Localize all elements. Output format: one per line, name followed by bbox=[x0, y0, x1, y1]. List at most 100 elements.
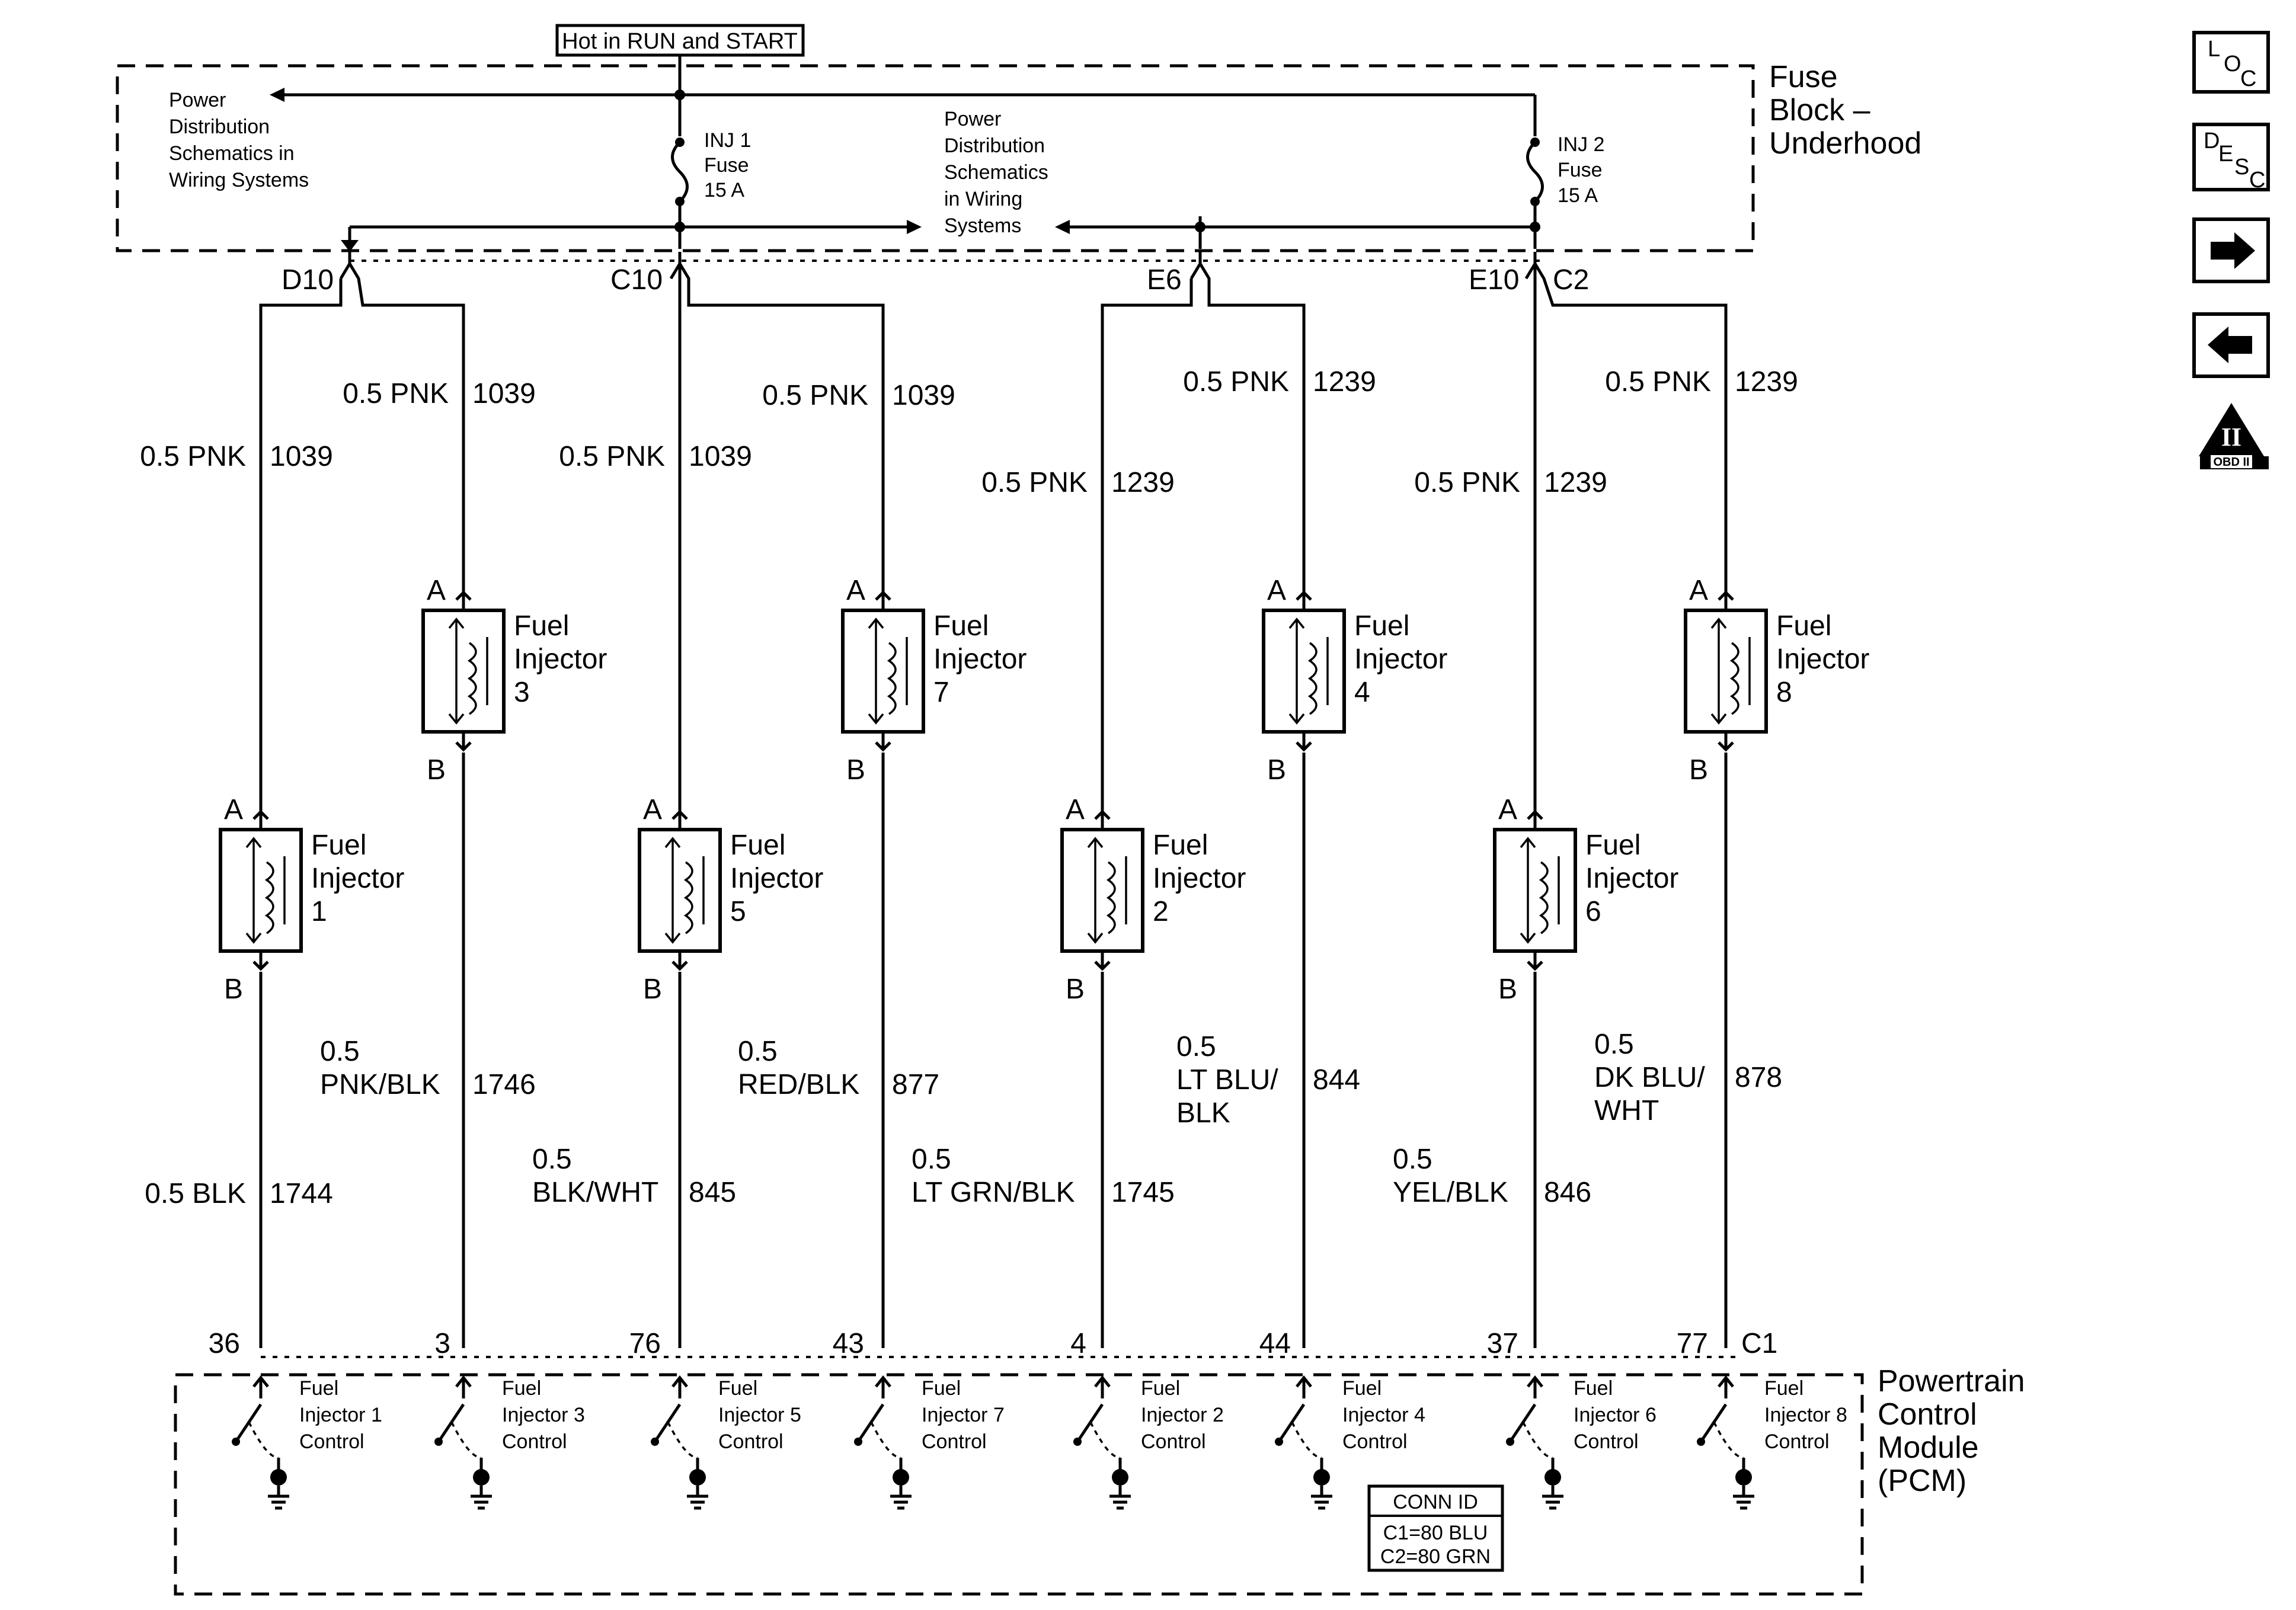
pin-a-label: A bbox=[1498, 794, 1517, 825]
svg-text:INJ 2: INJ 2 bbox=[1558, 133, 1604, 156]
pcm-pin-3: 3 bbox=[434, 1328, 450, 1359]
ctrl-wire-inj2-l2: LT GRN/BLK bbox=[912, 1177, 1075, 1208]
svg-text:Powertrain: Powertrain bbox=[1878, 1364, 2025, 1398]
pcm-control-label: Control bbox=[1342, 1430, 1408, 1453]
injector-body bbox=[1262, 609, 1346, 734]
fuse-block-label-2: Block – bbox=[1769, 93, 1870, 127]
injector-label-line1: Fuel bbox=[1354, 610, 1409, 642]
pcm-pin-4: 4 bbox=[1070, 1328, 1086, 1359]
pin-a-label: A bbox=[427, 575, 446, 606]
pcm-control-label: Fuel bbox=[1574, 1377, 1613, 1400]
wire-size-inj5: 0.5 PNK bbox=[559, 441, 665, 472]
ctrl-wire-inj1-l1: 0.5 BLK bbox=[145, 1178, 246, 1209]
ctrl-circuit-inj5: 845 bbox=[689, 1177, 736, 1208]
pin-b-label: B bbox=[1689, 754, 1708, 786]
pcm-control-label: Control bbox=[1574, 1430, 1639, 1453]
loc-button[interactable]: L O C bbox=[2192, 31, 2270, 94]
next-button[interactable] bbox=[2192, 217, 2270, 283]
conn-id-c2: C2=80 GRN bbox=[1380, 1545, 1491, 1568]
injectors: ABFuelInjector1ABFuelInjector3ABFuelInje… bbox=[219, 575, 1869, 1005]
wire-size-inj1: 0.5 PNK bbox=[140, 441, 246, 472]
pin-a-label: A bbox=[846, 575, 865, 606]
ctrl-wire-inj5-l2: BLK/WHT bbox=[532, 1177, 658, 1208]
power-distribution-ref-left: Power Distribution Schematics in Wiring … bbox=[169, 89, 309, 191]
power-distribution-ref-center: Power Distribution Schematics in Wiring … bbox=[944, 108, 1048, 237]
svg-text:E: E bbox=[2218, 142, 2233, 167]
coil-icon bbox=[1729, 642, 1739, 715]
pcm-pin-43: 43 bbox=[833, 1328, 864, 1359]
power-source: Hot in RUN and START bbox=[555, 24, 805, 98]
connector-e10: E10 bbox=[1469, 264, 1519, 296]
conn-id-title: CONN ID bbox=[1393, 1491, 1478, 1513]
arrow-right-icon bbox=[2211, 232, 2255, 269]
pcm-control-label: Injector 4 bbox=[1342, 1404, 1425, 1426]
svg-text:Distribution: Distribution bbox=[944, 135, 1045, 157]
svg-text:Schematics in: Schematics in bbox=[169, 142, 295, 165]
ctrl-wire-inj8-l2: DK BLU/ bbox=[1594, 1062, 1705, 1093]
connector-e6: E6 bbox=[1147, 264, 1182, 296]
ctrl-wire-inj4-l2: LT BLU/ bbox=[1176, 1064, 1278, 1096]
injector-label-line1: Fuel bbox=[1585, 830, 1641, 861]
inj2-fuse: INJ 2 Fuse 15 A bbox=[1526, 133, 1604, 228]
injector-label-number: 8 bbox=[1776, 677, 1792, 708]
pcm-pin-36: 36 bbox=[209, 1328, 240, 1359]
obd-ii-triangle-icon[interactable] bbox=[2199, 403, 2264, 456]
wire-size-inj7: 0.5 PNK bbox=[762, 380, 868, 411]
pcm-control-label: Control bbox=[1764, 1430, 1830, 1453]
ctrl-circuit-inj1: 1744 bbox=[270, 1178, 333, 1209]
ctrl-wire-inj4-l1: 0.5 bbox=[1176, 1031, 1216, 1062]
ctrl-wire-inj6-l1: 0.5 bbox=[1393, 1144, 1432, 1175]
pcm-control-label: Fuel bbox=[1764, 1377, 1803, 1400]
arrow-left-icon bbox=[2208, 327, 2252, 363]
pin-a-label: A bbox=[1689, 575, 1708, 606]
desc-button[interactable]: D E S C bbox=[2192, 123, 2270, 193]
ctrl-wire-inj3-l2: PNK/BLK bbox=[320, 1069, 440, 1100]
pcm-control-label: Injector 2 bbox=[1141, 1404, 1224, 1426]
arrow-head bbox=[270, 88, 284, 102]
pin-a-label: A bbox=[1267, 575, 1286, 606]
pcm-control-label: Injector 3 bbox=[502, 1404, 585, 1426]
wire-circuit-inj2: 1239 bbox=[1111, 467, 1175, 498]
svg-text:C: C bbox=[2249, 168, 2265, 193]
obd-ii-button[interactable]: II OBD II bbox=[2199, 403, 2269, 469]
pcm-outline bbox=[174, 1373, 1864, 1596]
top-connectors: D10 C10 E6 E10 C2 bbox=[282, 264, 1589, 296]
injector-label-number: 7 bbox=[933, 677, 949, 708]
pcm-control-label: Injector 6 bbox=[1574, 1404, 1657, 1426]
svg-text:15 A: 15 A bbox=[704, 179, 744, 201]
injector-label-line1: Fuel bbox=[730, 830, 785, 861]
pin-b-label: B bbox=[846, 754, 865, 786]
control-wire-labels: 0.5 BLK 1744 0.5 PNK/BLK 1746 0.5 BLK/WH… bbox=[145, 1029, 1782, 1209]
wire-size-inj4: 0.5 PNK bbox=[1183, 366, 1289, 398]
ctrl-circuit-inj2: 1745 bbox=[1111, 1177, 1175, 1208]
ctrl-wire-inj7-l2: RED/BLK bbox=[738, 1069, 859, 1100]
injector-body bbox=[841, 609, 925, 734]
pcm-connector-c1: C1 bbox=[1741, 1328, 1777, 1359]
wire-size-inj2: 0.5 PNK bbox=[981, 467, 1088, 498]
injector-label-line1: Fuel bbox=[1153, 830, 1208, 861]
fuse-block-label-3: Underhood bbox=[1769, 126, 1921, 161]
injector-body bbox=[1493, 828, 1577, 953]
coil-icon bbox=[1539, 861, 1549, 934]
injector-label-number: 3 bbox=[514, 677, 530, 708]
back-button[interactable] bbox=[2192, 312, 2270, 378]
wire-size-inj6: 0.5 PNK bbox=[1414, 467, 1520, 498]
pcm-control-label: Fuel bbox=[922, 1377, 961, 1400]
pin-a-label: A bbox=[224, 794, 243, 825]
pin-b-label: B bbox=[643, 974, 662, 1005]
coil-icon bbox=[887, 642, 897, 715]
ctrl-wire-inj4-l3: BLK bbox=[1176, 1097, 1230, 1129]
conn-id: CONN ID C1=80 BLU C2=80 GRN bbox=[1367, 1484, 1504, 1572]
pcm-control-label: Injector 5 bbox=[718, 1404, 801, 1426]
ctrl-wire-inj8-l1: 0.5 bbox=[1594, 1029, 1634, 1060]
injector-label-line1: Fuel bbox=[514, 610, 569, 642]
pcm-control-label: Fuel bbox=[1342, 1377, 1382, 1400]
injector-label-line1: Fuel bbox=[933, 610, 989, 642]
injector-label-number: 4 bbox=[1354, 677, 1370, 708]
